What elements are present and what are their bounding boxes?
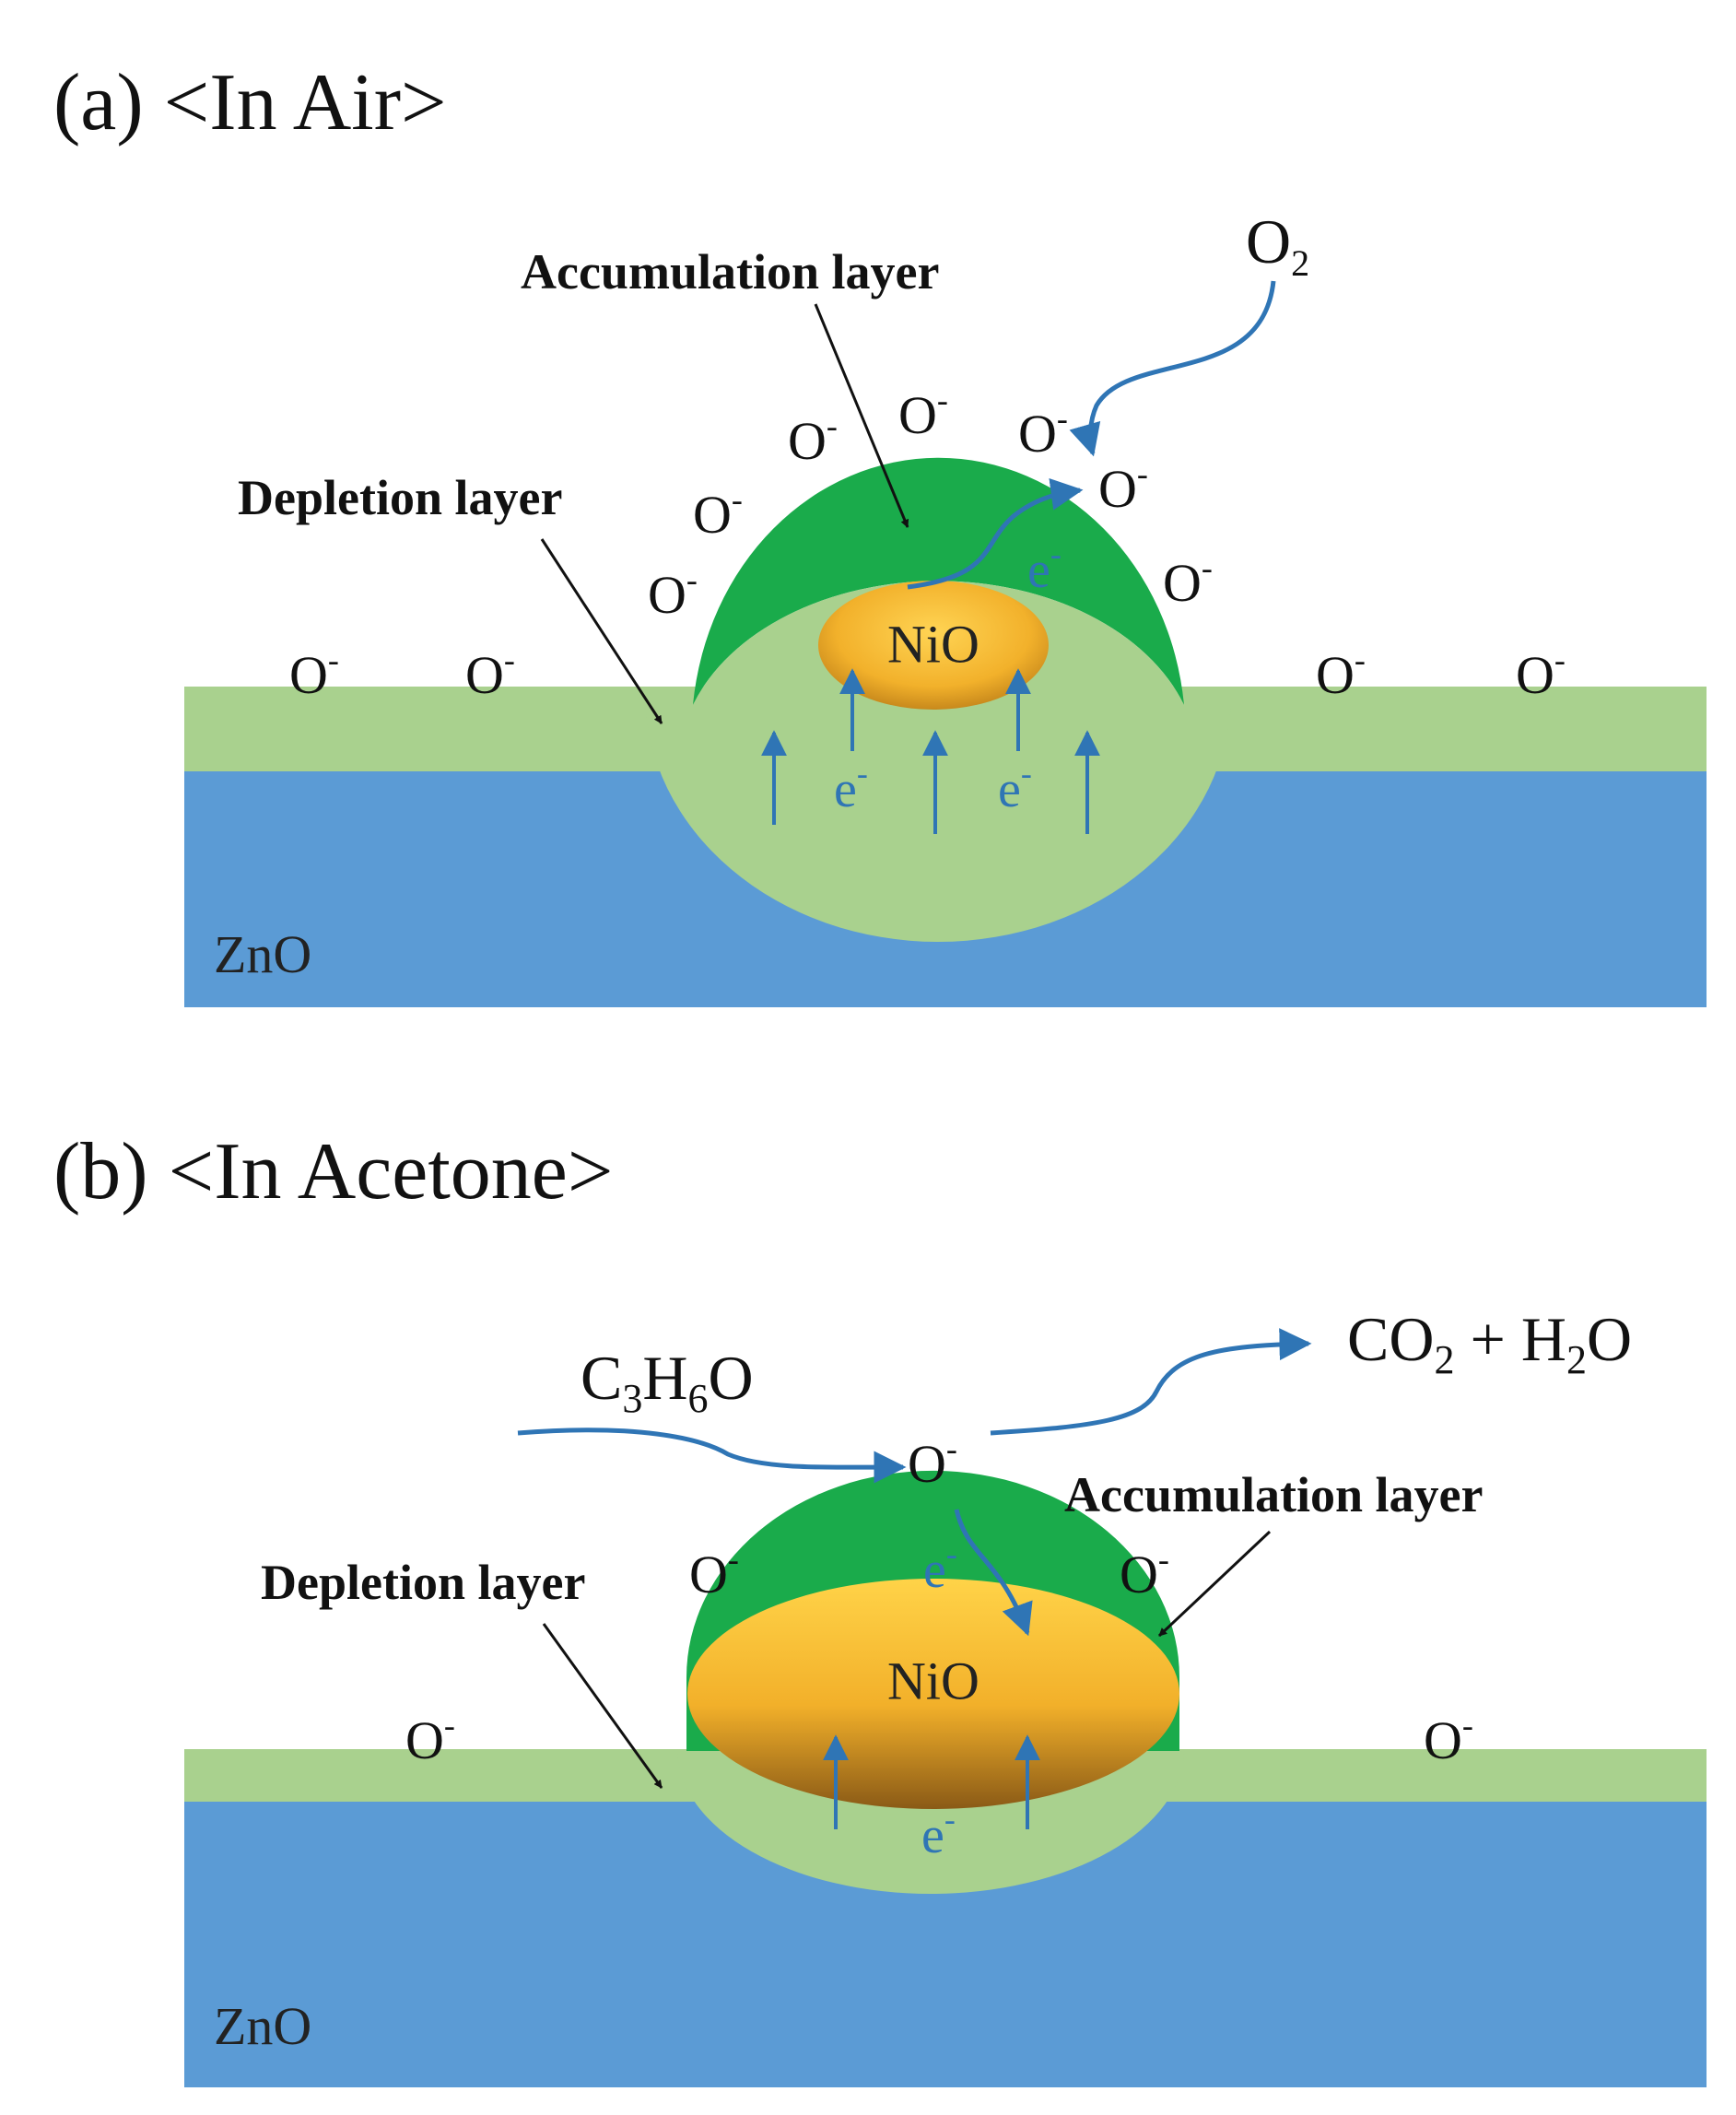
panel-a-title: (a) <In Air> (53, 58, 447, 147)
oxygen-ion-b2: O- (689, 1541, 739, 1604)
oxygen-ion-a8: O- (898, 382, 948, 445)
oxygen-ion-a7: O- (788, 407, 838, 471)
accumulation-layer-a (693, 457, 1184, 705)
oxygen-ion-a6: O- (693, 481, 743, 545)
electron-label-b-return: e- (923, 1535, 957, 1599)
o2-gas-label: O2 (1246, 206, 1309, 284)
depletion-pointer-arrow-b (542, 1623, 663, 1789)
electron-flow-arrows-b: e- (823, 1734, 1040, 1864)
electron-transfer-arrow-a (907, 477, 1084, 590)
electron-return-arrow-b (954, 1509, 1033, 1637)
electron-label-b1: e- (921, 1801, 956, 1864)
oxygen-ion-a1: O- (289, 641, 339, 705)
nio-particle-b (687, 1579, 1179, 1809)
nio-label-b: NiO (887, 1651, 979, 1710)
adsorbed-oxygen-ions-a: O- O- O- O- O- O- O- O- O- O- O- (289, 382, 1566, 705)
oxygen-ion-a10: O- (1098, 455, 1148, 519)
oxygen-ion-a11: O- (1163, 549, 1213, 613)
oxygen-ion-a5: O- (648, 561, 698, 625)
electron-flow-arrows-a: e- e- (761, 668, 1100, 834)
o2-adsorption-arrow (1069, 280, 1276, 457)
acetone-label: C3H6O (581, 1343, 754, 1421)
oxygen-ion-b1: O- (908, 1430, 957, 1494)
panel-b: (b) <In Acetone> ZnO NiO C3H6O CO2 + H2O… (53, 1127, 1707, 2087)
oxygen-ion-a2: O- (465, 641, 515, 705)
accumulation-pointer-arrow-a (814, 303, 909, 528)
depletion-label-b: Depletion layer (261, 1555, 585, 1610)
electron-label-a-transfer: e- (1027, 535, 1062, 599)
depletion-label-a: Depletion layer (238, 470, 562, 525)
oxygen-ion-b4: O- (405, 1707, 455, 1770)
products-label: CO2 + H2O (1347, 1304, 1632, 1382)
oxygen-ion-a4: O- (1516, 641, 1566, 705)
depletion-pointer-arrow-a (540, 538, 663, 724)
electron-label-a2: e- (998, 755, 1032, 818)
oxygen-ion-a9: O- (1018, 400, 1068, 464)
accumulation-label-b: Accumulation layer (1064, 1467, 1483, 1522)
electron-label-a1: e- (834, 755, 868, 818)
oxygen-ion-a3: O- (1316, 641, 1366, 705)
adsorbed-oxygen-ions-b: O- O- O- O- O- (405, 1430, 1473, 1770)
zno-label-a: ZnO (214, 924, 311, 984)
products-arrow (990, 1328, 1312, 1436)
zno-label-b: ZnO (214, 1996, 311, 2056)
accumulation-pointer-arrow-b (1157, 1530, 1272, 1638)
accumulation-label-a: Accumulation layer (521, 244, 939, 300)
panel-b-title: (b) <In Acetone> (53, 1127, 614, 1216)
nio-label-a: NiO (887, 614, 979, 674)
oxygen-ion-b5: O- (1424, 1707, 1473, 1770)
oxygen-ion-b3: O- (1120, 1541, 1169, 1604)
nio-particle-a (818, 581, 1049, 710)
panel-a: (a) <In Air> ZnO NiO Accumulation layer … (53, 58, 1707, 1007)
acetone-arrow (517, 1428, 907, 1484)
